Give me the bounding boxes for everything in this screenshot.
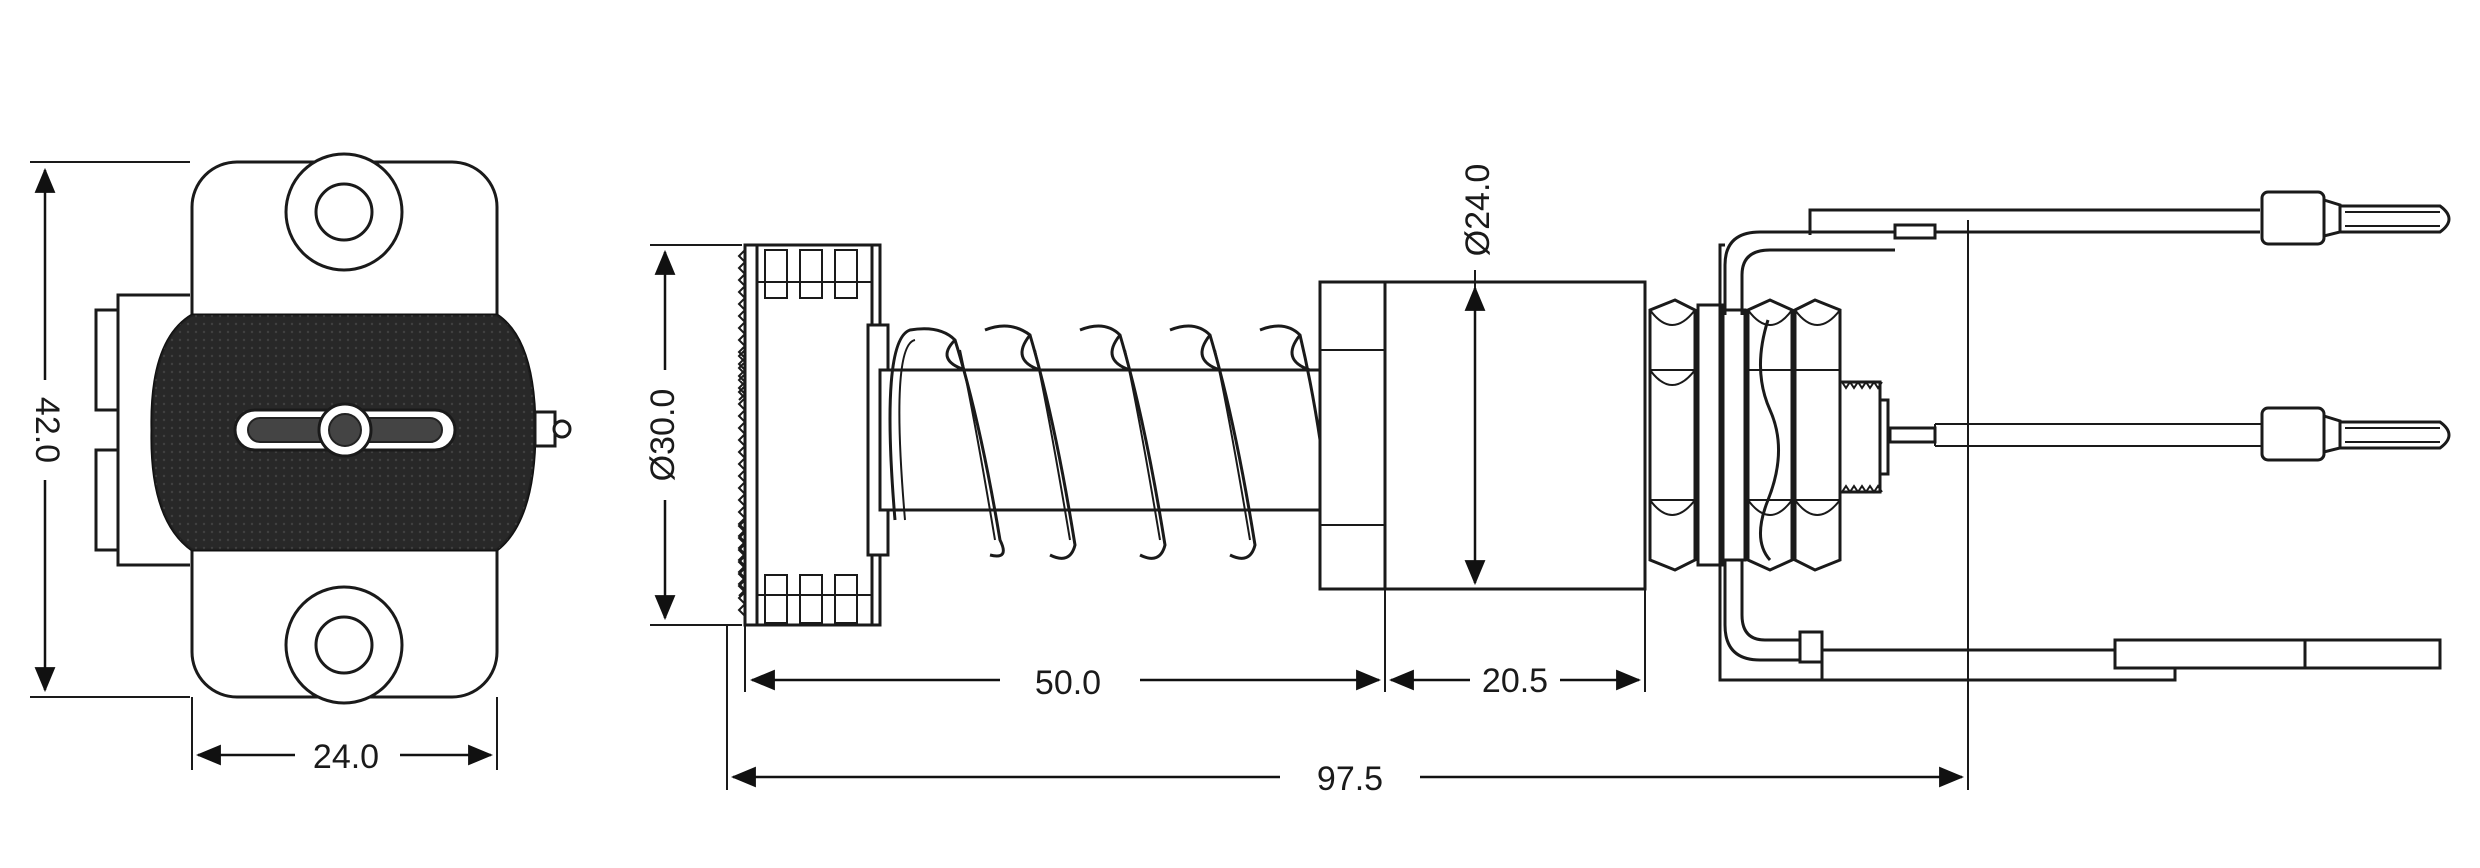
terminal-plug-top	[2260, 190, 2451, 246]
dim-label-overall: 97.5	[1317, 760, 1383, 798]
dim-overall-97-5: 97.5	[730, 760, 1965, 798]
dim-length-20-5: 20.5	[1388, 662, 1642, 700]
hex-nut-3	[1793, 298, 1842, 572]
dim-label-length-50: 50.0	[1035, 664, 1101, 702]
front-view	[94, 152, 572, 705]
dim-diameter-24: Ø24.0	[1459, 164, 1497, 586]
keyhole-hub	[328, 413, 362, 447]
rotor-housing	[755, 243, 874, 627]
hex-nut-1	[1648, 298, 1697, 572]
bottom-connector-2	[2303, 638, 2442, 670]
threaded-stub	[1838, 380, 1890, 494]
dim-label-height: 42.0	[28, 397, 66, 463]
mount-hole-top-inner	[314, 182, 374, 242]
terminal-plug-middle	[2260, 406, 2451, 462]
wire-frame	[1718, 208, 2442, 682]
hex-nut-2	[1746, 298, 1794, 572]
motor-body	[1383, 280, 1647, 591]
dim-label-width: 24.0	[313, 738, 379, 776]
dim-height-42: 42.0	[28, 161, 190, 698]
side-view	[737, 190, 2451, 682]
middle-wire	[1888, 423, 2262, 447]
serrated-face	[737, 243, 759, 627]
bottom-connector-1	[2113, 638, 2307, 670]
dim-label-diameter-24: Ø24.0	[1459, 164, 1497, 257]
dim-width-24: 24.0	[191, 697, 498, 776]
extension-lines	[726, 220, 1969, 790]
dim-label-diameter-30: Ø30.0	[644, 389, 682, 482]
motor-body-front	[1318, 280, 1387, 591]
side-pin	[533, 410, 557, 448]
dim-diameter-30: Ø30.0	[644, 244, 742, 626]
wave-washer	[1758, 319, 1780, 562]
side-bracket	[116, 293, 190, 567]
dim-label-length-20-5: 20.5	[1482, 662, 1548, 700]
side-tab-bottom	[94, 448, 120, 552]
shaft	[878, 368, 1322, 512]
side-tab-top	[94, 308, 120, 412]
mount-hole-bottom-inner	[314, 615, 374, 675]
dim-length-50: 50.0	[749, 664, 1382, 702]
